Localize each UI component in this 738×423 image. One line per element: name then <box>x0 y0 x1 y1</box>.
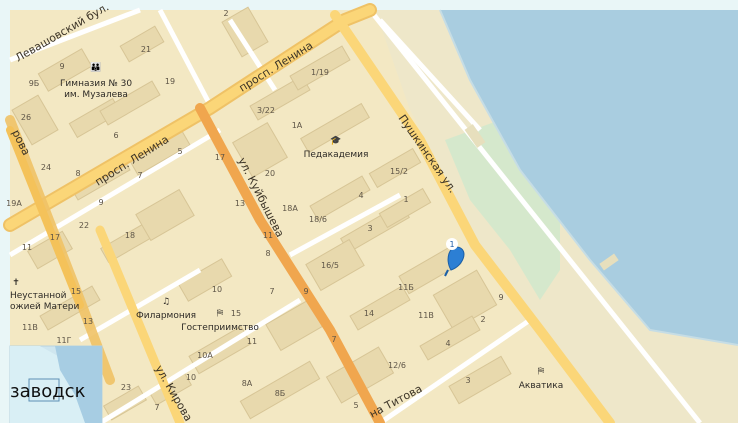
house-number: 11Б <box>398 283 414 292</box>
poi-gostepriimstvo[interactable]: ⛿ Гостеприимство <box>181 309 259 333</box>
house-number: 11В <box>418 311 434 320</box>
overview-minimap[interactable]: заводск <box>9 345 103 423</box>
house-number: 1А <box>292 121 303 130</box>
minor-streets <box>8 7 702 423</box>
left-frame <box>0 0 10 423</box>
house-number: 15 <box>71 287 81 296</box>
house-number: 1/19 <box>311 68 329 77</box>
minimap-water <box>10 346 90 423</box>
house-number: 11 <box>22 243 32 252</box>
house-number: 11В <box>22 323 38 332</box>
house-number: 15/2 <box>390 167 408 176</box>
house-number: 23 <box>121 383 131 392</box>
house-number: 11 <box>247 337 257 346</box>
house-number: 9 <box>59 62 64 71</box>
house-number: 19А <box>6 199 22 208</box>
poi-church[interactable]: ✝ Неустанной ожией Матери <box>10 278 79 312</box>
shoreline <box>439 9 738 346</box>
house-number: 9 <box>303 287 308 296</box>
house-number: 5 <box>177 147 182 156</box>
house-number: 14 <box>364 309 374 318</box>
house-number: 17 <box>50 233 60 242</box>
poi-church-line1: Неустанной <box>10 291 67 301</box>
house-number: 16/5 <box>321 261 339 270</box>
house-number: 8А <box>242 379 253 388</box>
house-number: 5 <box>353 401 358 410</box>
house-number: 8 <box>265 249 270 258</box>
minimap-label: заводск <box>10 381 86 402</box>
minimap-viewport <box>28 378 60 402</box>
school-icon: 👪 <box>90 61 101 73</box>
graduation-cap-icon: 🎓 <box>330 135 341 146</box>
house-number: 7 <box>154 403 159 412</box>
house-number: 10 <box>186 373 196 382</box>
house-number: 10А <box>197 351 213 360</box>
house-number: 3/22 <box>257 106 275 115</box>
house-number: 2 <box>480 315 485 324</box>
house-number: 4 <box>358 191 363 200</box>
house-number: 19 <box>165 77 175 86</box>
house-number: 18А <box>282 204 298 213</box>
marker-pin-icon <box>447 246 465 271</box>
pier <box>464 124 486 148</box>
marker-label: 1 <box>449 240 454 249</box>
map-marker[interactable]: 1 <box>444 238 466 277</box>
house-number: 11Г <box>56 336 71 345</box>
house-number: 3 <box>367 224 372 233</box>
house-number: 22 <box>79 221 89 230</box>
poi-filarmoniya-label: Филармония <box>136 311 196 321</box>
poi-akvatika-label: Акватика <box>519 381 563 391</box>
music-note-icon: ♫ <box>162 297 170 307</box>
poi-gymnasium-line2: им. Музалева <box>64 90 128 100</box>
poi-akvatika[interactable]: ⛿ Акватика <box>519 367 563 391</box>
house-number: 9Б <box>29 79 40 88</box>
lake-water <box>440 10 738 345</box>
poi-gymnasium[interactable]: 👪 Гимназия № 30 им. Музалева <box>60 61 132 100</box>
park-area <box>445 120 560 300</box>
poi-filarmoniya[interactable]: ♫ Филармония <box>136 297 196 321</box>
house-number: 9 <box>498 293 503 302</box>
house-number: 6 <box>113 131 118 140</box>
house-number: 18/6 <box>309 215 327 224</box>
poi-pedakademiya[interactable]: 🎓 Педакадемия <box>304 135 369 160</box>
house-number: 11 <box>263 231 273 240</box>
house-number: 21 <box>141 45 151 54</box>
house-number: 20 <box>265 169 275 178</box>
house-number: 8Б <box>275 389 286 398</box>
poi-gymnasium-line1: Гимназия № 30 <box>60 79 132 89</box>
house-number: 26 <box>21 113 31 122</box>
poi-pedakademiya-label: Педакадемия <box>304 150 369 160</box>
house-number: 7 <box>137 171 142 180</box>
poi-gostepriimstvo-label: Гостеприимство <box>181 323 259 333</box>
house-number: 24 <box>41 163 51 172</box>
house-number: 4 <box>445 339 450 348</box>
house-number: 10 <box>212 285 222 294</box>
poi-church-line2: ожией Матери <box>10 302 79 312</box>
house-number: 7 <box>269 287 274 296</box>
pier-2 <box>599 253 619 271</box>
house-number: 9 <box>98 198 103 207</box>
house-number: 13 <box>235 199 245 208</box>
hotel-bed-icon: ⛿ <box>538 367 545 377</box>
house-number: 3 <box>465 376 470 385</box>
house-number: 2 <box>223 9 228 18</box>
house-number: 18 <box>125 231 135 240</box>
house-number: 15 <box>231 309 241 318</box>
marker-tip <box>444 269 449 277</box>
minimap-lake <box>55 346 102 423</box>
house-number: 7 <box>331 335 336 344</box>
house-number: 1 <box>403 195 408 204</box>
hotel-bed-icon: ⛿ <box>217 309 224 319</box>
marker-dot <box>446 238 458 250</box>
house-number: 8 <box>75 169 80 178</box>
house-number: 17 <box>215 153 225 162</box>
house-number: 12/6 <box>388 361 406 370</box>
house-number: 13 <box>83 317 93 326</box>
cross-icon: ✝ <box>12 278 20 288</box>
